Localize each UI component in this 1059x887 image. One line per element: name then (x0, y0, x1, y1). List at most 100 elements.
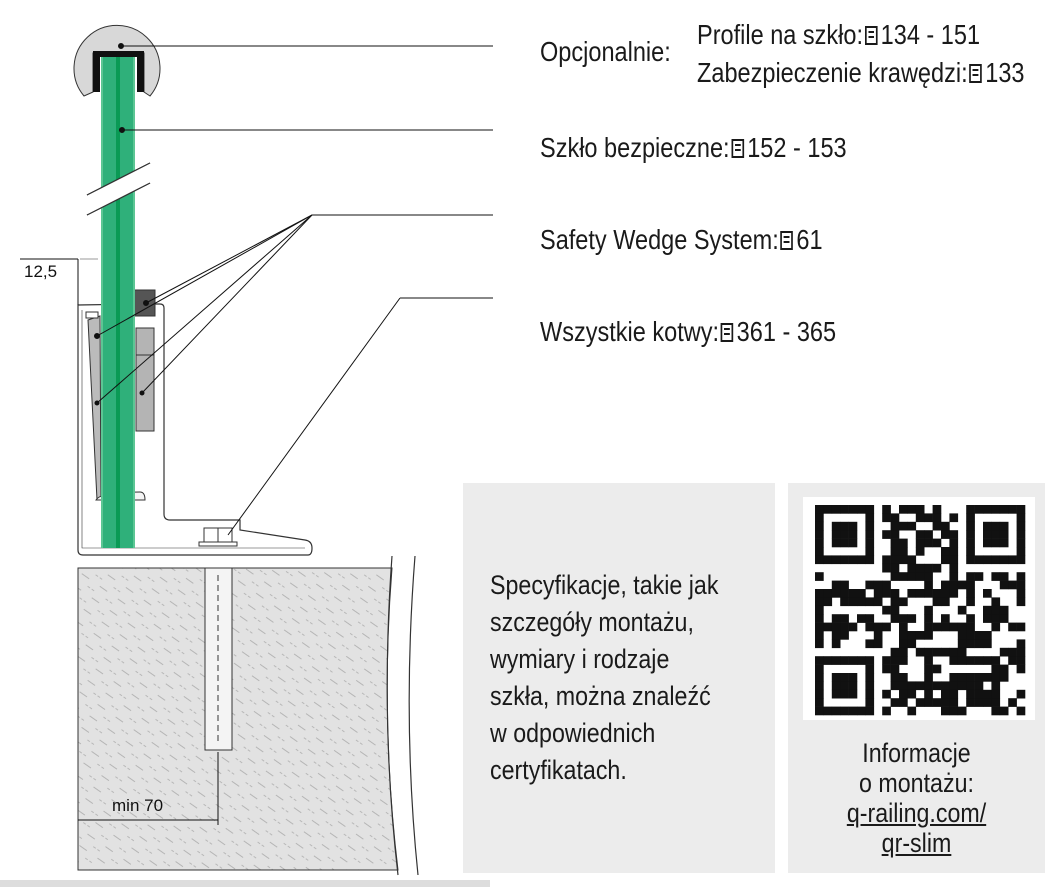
page-ref[interactable]: 61 (796, 224, 823, 255)
page-ref[interactable]: 133 (985, 57, 1025, 88)
qr-module (957, 639, 967, 649)
qr-module (949, 656, 959, 665)
qr-module (915, 681, 925, 691)
qr-module (831, 706, 841, 716)
qr-module (865, 521, 875, 531)
qr-module (932, 622, 942, 632)
qr-module (983, 538, 992, 548)
qr-module (1016, 530, 1026, 539)
qr-module (991, 698, 1001, 707)
qr-module (999, 505, 1009, 514)
qr-module (957, 656, 967, 665)
qr-module (857, 656, 866, 665)
qr-module (815, 589, 824, 598)
qr-module (865, 681, 875, 691)
qr-module (949, 555, 959, 565)
qr-module (840, 555, 849, 565)
qr-module (941, 580, 950, 590)
qr-module (999, 538, 1009, 548)
qr-code[interactable] (803, 497, 1035, 720)
qr-module (966, 580, 975, 590)
qr-module (991, 521, 1001, 531)
qr-module (831, 530, 841, 539)
qr-module (865, 614, 875, 623)
qr-module (999, 572, 1009, 581)
concrete-slab (77, 567, 399, 871)
qr-module (974, 673, 984, 682)
qr-module (915, 589, 925, 598)
qr-module (1016, 580, 1026, 590)
label-text: Wszystkie kotwy: (540, 316, 720, 347)
qr-code-frame[interactable] (803, 497, 1035, 720)
qr-module (1016, 513, 1026, 523)
qr-module (924, 647, 933, 657)
document-icon (780, 231, 794, 250)
qr-module (915, 647, 925, 657)
qr-module (966, 689, 975, 699)
qr-module (848, 530, 858, 539)
qr-module (882, 589, 891, 598)
qr-module (840, 597, 849, 607)
qr-module (1016, 597, 1026, 607)
spec-line: Specyfikacje, takie jak (490, 570, 719, 600)
qr-module (865, 656, 875, 665)
qr-module (840, 538, 849, 548)
qr-module (957, 681, 967, 691)
qr-module (899, 505, 908, 514)
spec-text: Specyfikacje, takie jak szczegóły montaż… (490, 567, 718, 789)
profiles-ref: Profile na szkło:134 - 151 (697, 19, 980, 51)
qr-module (899, 681, 908, 691)
qr-module (848, 689, 858, 699)
qr-module (941, 530, 950, 539)
qr-module (815, 664, 824, 674)
qr-module (882, 622, 891, 632)
qr-link[interactable]: qr-slim (881, 828, 952, 858)
qr-link[interactable]: q-railing.com/ (846, 798, 987, 828)
qr-module (932, 521, 942, 531)
qr-module (949, 580, 959, 590)
qr-module (1016, 538, 1026, 548)
qr-module (840, 614, 849, 623)
qr-module (899, 555, 908, 565)
qr-module (966, 555, 975, 565)
page-ref[interactable]: 361 - 365 (736, 316, 837, 347)
qr-module (983, 639, 992, 649)
qr-module (915, 547, 925, 556)
page-ref[interactable]: 134 - 151 (880, 19, 981, 50)
qr-module (974, 689, 984, 699)
qr-module (999, 530, 1009, 539)
qr-module (915, 513, 925, 523)
qr-module (974, 505, 984, 514)
qr-module (899, 656, 908, 665)
qr-module (831, 631, 841, 640)
qr-module (941, 521, 950, 531)
qr-module (1016, 664, 1026, 674)
qr-module (957, 580, 967, 590)
qr-module (966, 513, 975, 523)
qr-module (890, 547, 900, 556)
qr-module (957, 631, 967, 640)
qr-module (865, 639, 875, 649)
qr-module (983, 673, 992, 682)
qr-module (865, 555, 875, 565)
qr-module (949, 572, 959, 581)
qr-module (966, 547, 975, 556)
qr-module (983, 614, 992, 623)
qr-module (983, 689, 992, 699)
qr-module (857, 614, 866, 623)
qr-module (815, 521, 824, 531)
qr-module (907, 572, 917, 581)
qr-module (1008, 505, 1017, 514)
qr-module (882, 664, 891, 674)
qr-module (882, 555, 891, 565)
qr-module (999, 605, 1009, 615)
qr-module (941, 589, 950, 598)
qr-module (815, 605, 824, 615)
qr-module (831, 555, 841, 565)
page-ref[interactable]: 152 - 153 (747, 132, 847, 163)
qr-module (899, 689, 908, 699)
qr-module (907, 563, 917, 573)
qr-module (823, 656, 833, 665)
qr-module (924, 681, 933, 691)
